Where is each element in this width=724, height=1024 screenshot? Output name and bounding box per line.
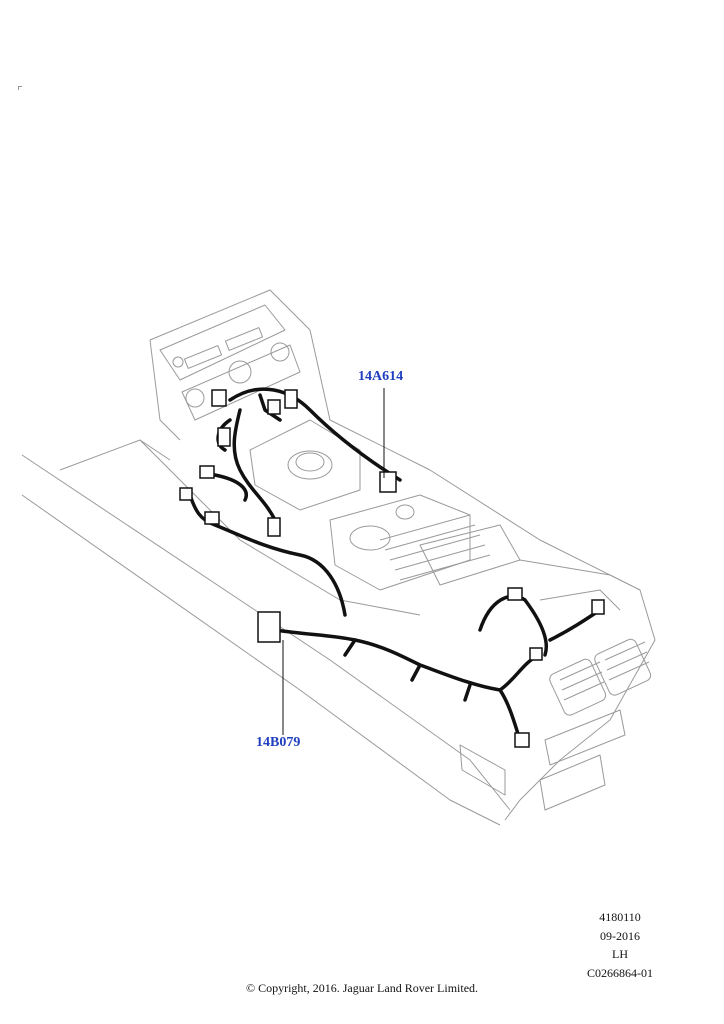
connector-upper-left: [211, 389, 227, 407]
callout-label-14b079[interactable]: 14B079: [256, 735, 301, 750]
corner-crop-mark: [18, 86, 22, 90]
copyright-notice: © Copyright, 2016. Jaguar Land Rover Lim…: [245, 981, 479, 995]
connector-rear-clip: [529, 647, 543, 661]
reference-side: LH: [612, 947, 628, 961]
callout-label-14a614[interactable]: 14A614: [358, 369, 404, 384]
connector-side-lower: [179, 487, 193, 501]
console-outline: [21, 289, 656, 826]
leader-lines: [282, 388, 385, 735]
reference-date: 09-2016: [600, 928, 640, 943]
reference-block: 4180110 09-2016 LH C0266864-01: [560, 908, 680, 982]
reference-code: 4180110: [599, 910, 641, 924]
connector-rear-right: [591, 599, 605, 615]
connector-left-drop: [217, 427, 231, 447]
connector-14a614: [379, 471, 397, 493]
connector-side-mid: [204, 511, 220, 525]
connector-rear-upper: [507, 587, 523, 601]
wiring-harness: [188, 387, 602, 742]
connector-side-upper: [199, 465, 215, 479]
connector-14b079: [257, 611, 281, 643]
connector-mid-drop: [267, 517, 281, 537]
connector-upper-mid: [267, 399, 281, 415]
connector-upper-right: [284, 389, 298, 409]
connectors: [179, 389, 605, 748]
reference-illustration-id: C0266864-01: [587, 965, 653, 980]
connector-rear-lower: [514, 732, 530, 748]
